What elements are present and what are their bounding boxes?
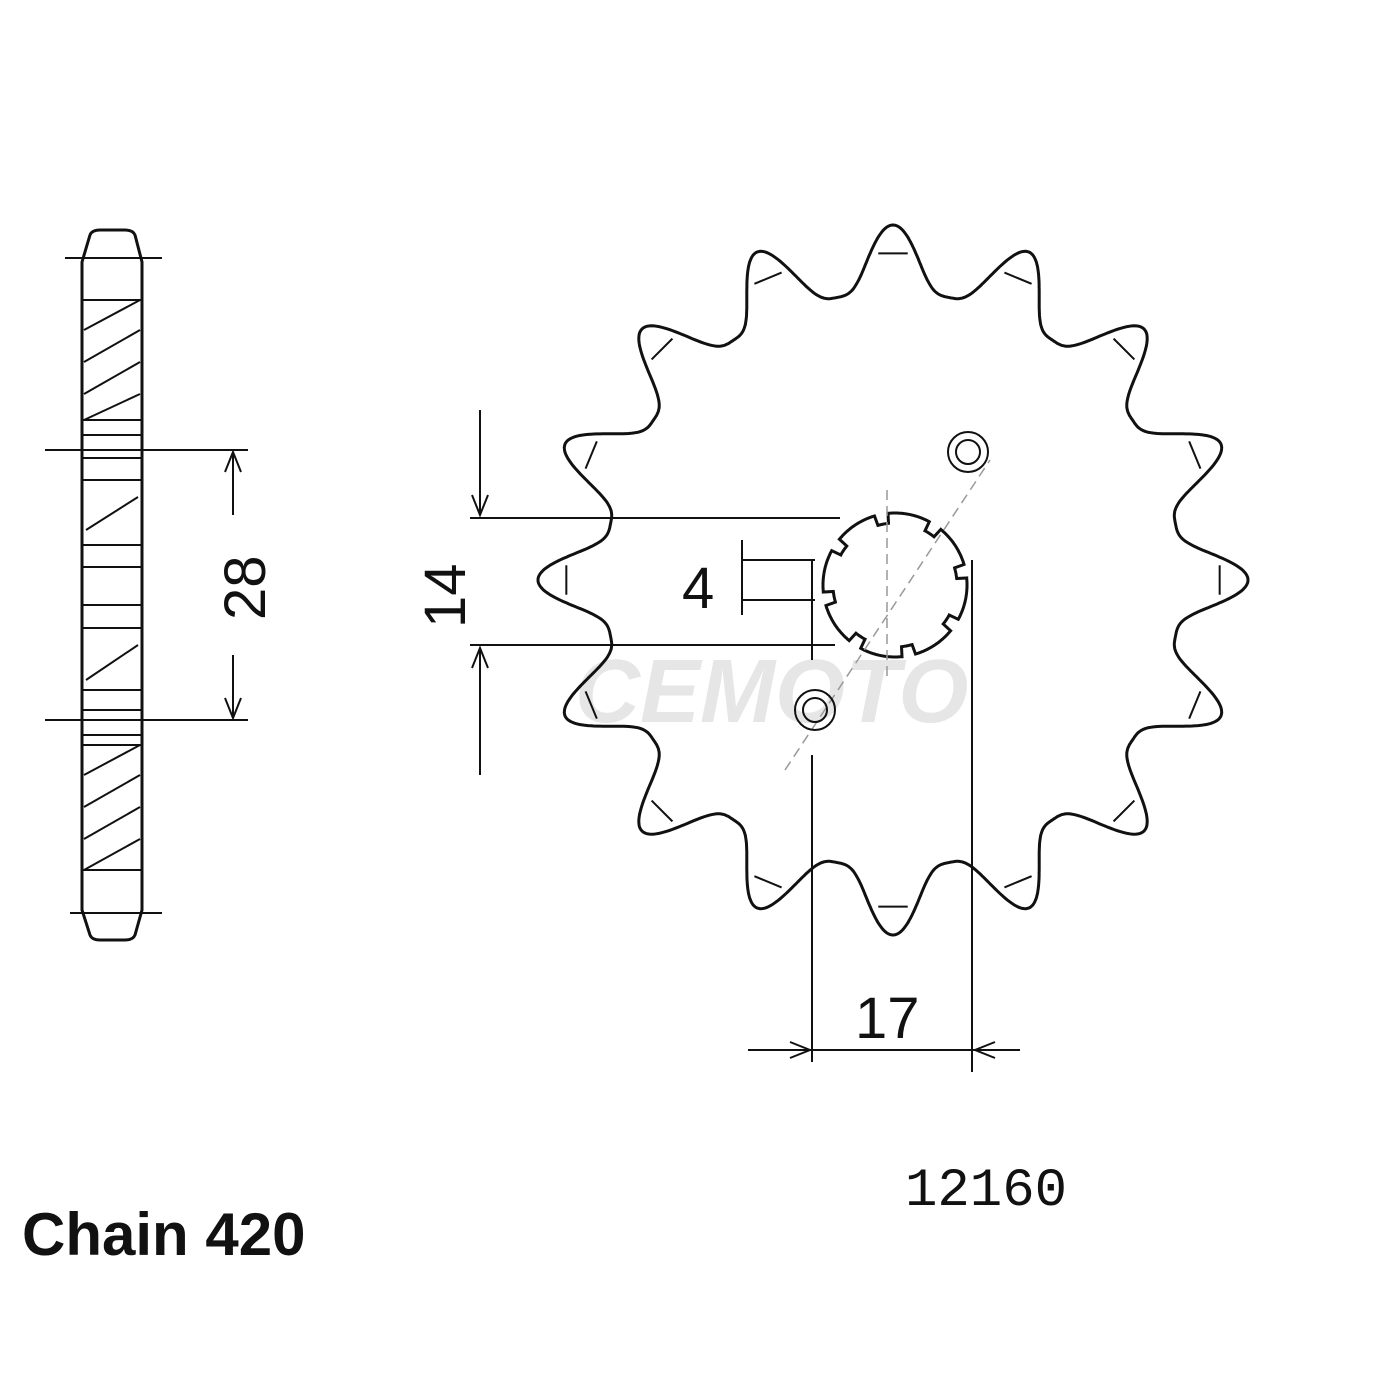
dimension-14: 14 xyxy=(413,410,840,775)
sprocket-outline xyxy=(536,223,1250,937)
tooth-tip-line xyxy=(1112,799,1136,823)
spline-hub xyxy=(821,511,969,659)
tooth-tips xyxy=(565,252,1221,908)
hatch-line xyxy=(85,644,139,681)
dimension-label-14: 14 xyxy=(413,563,478,628)
hatch-line xyxy=(83,774,141,808)
watermark: CEMOTO xyxy=(575,642,968,742)
tooth-tip-line xyxy=(650,337,674,361)
hatch-line xyxy=(83,361,141,395)
hatch-line xyxy=(83,806,141,840)
dimension-label-4: 4 xyxy=(682,556,714,621)
hatch-line xyxy=(83,744,141,776)
tooth-tip-line xyxy=(1004,875,1032,889)
tooth-tip-line xyxy=(584,441,598,469)
tooth-tip-line xyxy=(754,875,782,889)
tooth-tip-line xyxy=(1112,337,1136,361)
bolt-hole-bottom xyxy=(794,689,836,731)
part-number: 12160 xyxy=(905,1161,1067,1222)
tooth-tip-line xyxy=(1188,441,1202,469)
hatch-line xyxy=(83,393,141,421)
dimension-label-28: 28 xyxy=(213,555,278,620)
bolt-hole-top xyxy=(947,431,989,473)
hatch-line xyxy=(85,496,139,531)
tooth-tip-line xyxy=(584,691,598,719)
dimension-4: 4 xyxy=(682,540,815,660)
dimension-28: 28 xyxy=(45,449,278,721)
side-view xyxy=(65,228,162,942)
tooth-tip-line xyxy=(754,271,782,285)
hatch-line xyxy=(83,329,141,363)
tooth-tip-line xyxy=(1004,271,1032,285)
tooth-tip-line xyxy=(1188,691,1202,719)
dimension-17: 17 xyxy=(748,560,1020,1072)
dimension-label-17: 17 xyxy=(855,986,920,1051)
chain-label: Chain 420 xyxy=(22,1201,305,1268)
hatch-line xyxy=(83,299,141,331)
center-line-diagonal xyxy=(784,459,991,771)
tooth-tip-line xyxy=(650,799,674,823)
hatch-line xyxy=(83,838,141,871)
